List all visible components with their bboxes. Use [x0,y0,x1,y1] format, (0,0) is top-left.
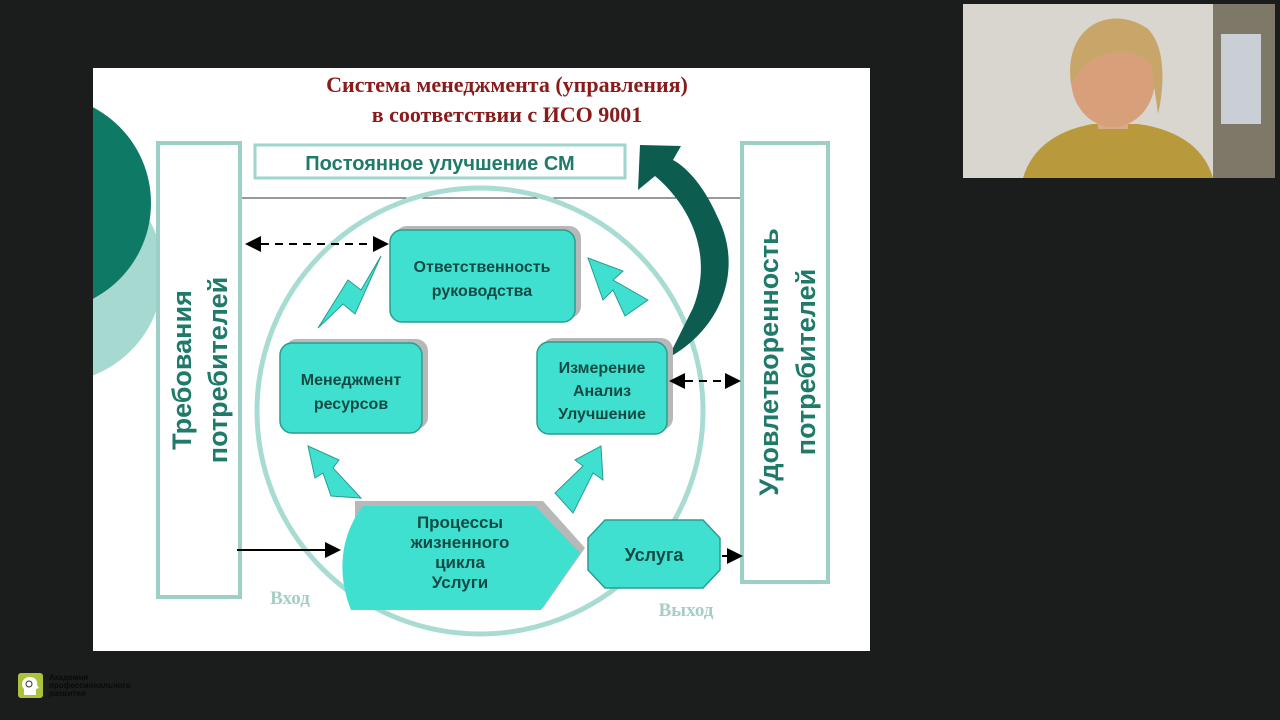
processes-line2: жизненного [410,533,510,552]
logo-text-line3: развития [49,688,86,698]
slide-title-line2: в соответствии с ИСО 9001 [372,102,643,127]
satisfaction-line2: потребителей [791,269,821,455]
requirements-line2: потребителей [203,277,233,463]
output-label: Выход [659,600,714,621]
decorative-circles [93,107,163,376]
presentation-slide: Система менеджмента (управления) в соотв… [93,68,870,651]
processes-line4: Услуги [432,573,489,592]
logo-head-icon [18,673,43,698]
processes-line3: цикла [435,553,485,572]
webcam-video [963,4,1275,178]
improvement-label: Постоянное улучшение СМ [305,153,574,175]
resources-line2: ресурсов [314,396,388,413]
processes-box [342,506,580,610]
logo-text-line1: Академия [49,672,89,682]
measurement-line3: Улучшение [558,406,646,423]
satisfaction-line1: Удовлетворенность [754,228,784,495]
logo-text-line2: профессионального [49,680,131,690]
customer-requirements-bar [156,141,242,599]
measurement-box [536,341,668,435]
requirements-line1: Требования [167,290,197,450]
cycle-arrows [307,255,649,514]
responsibility-line1: Ответственность [414,259,551,276]
slide-title-line1: Система менеджмента (управления) [326,72,688,97]
improvement-box [253,143,627,180]
academy-logo: Академия профессионального развития [18,673,131,698]
measurement-line1: Измерение [559,360,646,377]
responsibility-line2: руководства [432,283,533,300]
measurement-line2: Анализ [573,383,631,400]
cycle-circle [254,185,706,637]
responsibility-box [389,229,576,323]
resources-box [279,342,423,434]
improvement-curved-arrow [638,145,729,358]
service-box [587,519,721,589]
processes-line1: Процессы [417,513,503,532]
resources-line1: Менеджмент [301,372,402,389]
customer-satisfaction-bar [740,141,830,584]
input-label: Вход [270,588,310,609]
service-label: Услуга [625,545,685,565]
